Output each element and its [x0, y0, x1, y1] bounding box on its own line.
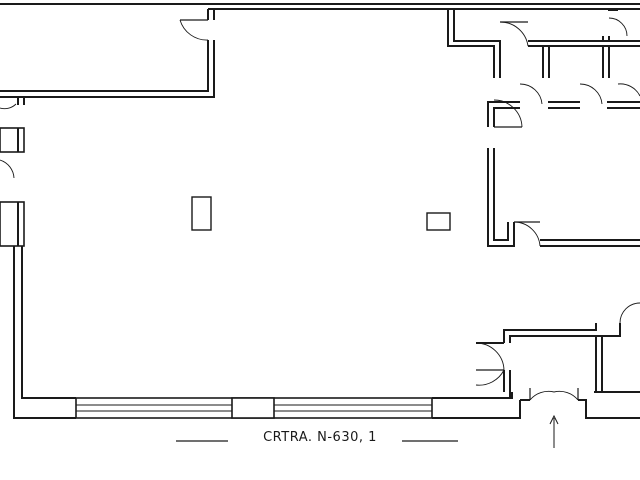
street-name-label: CRTRA. N-630, 1 [263, 430, 377, 445]
bottom-right-rooms [475, 302, 640, 419]
right-middle-room [487, 148, 640, 247]
facade-pier [231, 397, 275, 419]
top-left-room [0, 9, 215, 105]
entrance-arrow [549, 414, 559, 448]
top-right-rooms [447, 8, 640, 128]
column-right [426, 212, 451, 231]
top-exterior-wall [0, 3, 640, 10]
bottom-facade [75, 392, 521, 419]
left-wall-stubs [0, 103, 25, 247]
column-left [191, 196, 212, 231]
left-exterior-wall [13, 246, 76, 419]
